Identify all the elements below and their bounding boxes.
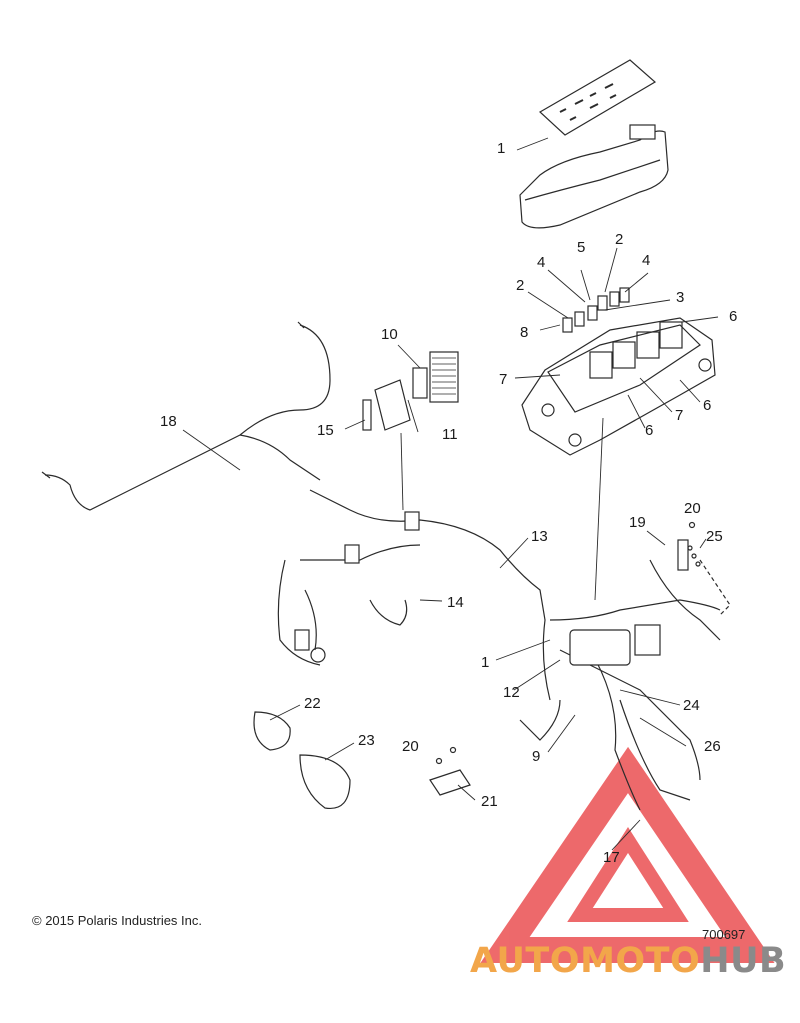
callout-22: 22 [304,695,321,712]
callout-7-left: 7 [499,371,508,388]
fuses-relays-small [562,287,630,333]
callout-5: 5 [577,239,586,256]
ground-bus-block [677,521,731,616]
fuse-box-base [521,317,716,456]
callout-25: 25 [706,528,723,545]
callout-26: 26 [704,738,721,755]
callout-20-bottom: 20 [402,738,419,755]
watermark-triangle-logo [480,746,775,963]
watermark-hub: HUB [700,941,787,981]
callout-1: 1 [481,654,490,671]
watermark-auto: AUTO [470,941,581,981]
watermark-moto: MOTO [580,941,701,981]
voltage-regulator [412,351,459,403]
callout-20-top: 20 [684,500,701,517]
harness-branch-18 [41,321,331,511]
callout-6-bottom: 6 [645,422,654,439]
callout-8: 8 [520,324,529,341]
watermark-text: AUTOMOTOHUB [470,941,786,981]
callout-9: 9 [532,748,541,765]
fuse-label-decal [538,59,657,136]
callout-16: 1 [497,140,506,157]
callout-24: 24 [683,697,700,714]
callout-21: 21 [481,793,498,810]
callout-2-top: 2 [615,231,624,248]
copyright-notice: © 2015 Polaris Industries Inc. [32,913,202,928]
mounting-bracket-21 [429,746,471,796]
leader-lines [182,137,719,851]
callout-4-right: 4 [642,252,651,269]
cable-strap-22 [253,711,291,751]
callout-17: 17 [603,849,620,866]
callout-6-right: 6 [703,397,712,414]
callout-2-left: 2 [516,277,525,294]
callout-7-right: 7 [675,407,684,424]
document-number: 700697 [702,927,746,942]
callout-13: 13 [531,528,548,545]
relay-bracket [362,379,411,431]
callout-11: 11 [442,426,458,443]
callout-3: 3 [676,289,685,306]
main-wire-harness [277,489,721,811]
callout-14: 14 [447,594,464,611]
callout-19: 19 [629,514,646,531]
callout-18: 18 [160,413,177,430]
callout-23: 23 [358,732,375,749]
callout-6-top: 6 [729,308,738,325]
callout-12: 12 [503,684,520,701]
fuse-box-cover [519,124,669,229]
callout-15: 15 [317,422,334,439]
cable-strap-23 [299,754,351,810]
callout-4-left: 4 [537,254,546,271]
callout-10: 10 [381,326,398,343]
